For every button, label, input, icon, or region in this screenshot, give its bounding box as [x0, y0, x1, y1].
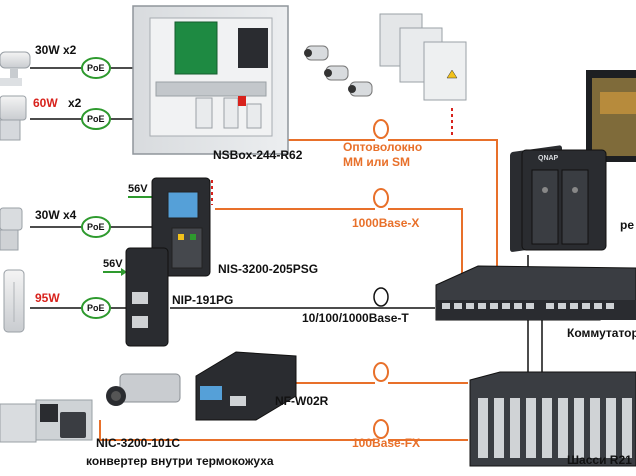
device-label-nic-desc: конвертер внутри термокожуха: [86, 454, 274, 468]
nip-injector-device: [125, 247, 169, 347]
arrow-head-2: [121, 268, 127, 276]
power-label-row3: 30W x4: [35, 208, 77, 222]
thermal-housing-camera: [0, 399, 93, 443]
main-switch-device: [435, 265, 636, 321]
device-label-nis: NIS-3200-205PSG: [218, 262, 319, 276]
fiber-loop-3: [373, 362, 389, 382]
device-label-nip: NIP-191PG: [172, 293, 234, 307]
enclosure-boxes: [379, 13, 467, 101]
voltage-label-psg: 56V: [128, 183, 148, 195]
link-label-gigx: 1000Base-X: [352, 216, 420, 230]
bullet-camera-icon: [0, 51, 31, 86]
device-label-nfw: NF-W02R: [275, 394, 329, 408]
poe-badge-label: PoE: [87, 222, 105, 232]
poe-badge-label: PoE: [87, 303, 105, 313]
device-label-nsbox: NSBox-244-R62: [213, 148, 303, 162]
nis-switch-device: [151, 177, 211, 277]
voltage-label-nip: 56V: [103, 258, 123, 270]
nf-converter-device: [195, 351, 297, 421]
poe-badge: [81, 57, 111, 79]
power-label-row2-watts: 60W: [33, 96, 58, 110]
fiber-loop-1: [373, 119, 389, 139]
copper-loop: [373, 287, 389, 307]
power-label-row2-count: x2: [68, 96, 82, 110]
poe-badge: [81, 216, 111, 238]
fiber-loop-2: [373, 188, 389, 208]
link-label-fx: 100Base-FX: [352, 436, 421, 450]
device-label-partial: ре: [620, 218, 635, 232]
power-label-row1: 30W x2: [35, 43, 77, 57]
monitor-icon: [586, 70, 636, 162]
nvr-brand-label: QNAP: [538, 155, 559, 162]
fiber-loop-4: [373, 419, 389, 439]
device-label-nic: NIC-3200-101C: [96, 436, 181, 450]
chassis-device: [469, 371, 636, 467]
nsbox-cabinet: [132, 5, 289, 155]
power-label-row4: 95W: [35, 291, 60, 305]
poe-badge: [81, 297, 111, 319]
fiber-line-fx: [99, 420, 375, 441]
fiber-line-gigx-b: [388, 208, 463, 275]
device-label-switch: Коммутатор: [567, 326, 636, 340]
outdoor-camera-icon: [0, 207, 23, 251]
wireless-bridge-icon: [3, 269, 25, 333]
device-label-chassis: Шасси R21: [567, 453, 632, 467]
poe-badge-label: PoE: [87, 63, 105, 73]
link-label-copper: 10/100/1000Base-T: [302, 311, 409, 325]
link-label-fiber-1: Оптоволокно: [343, 140, 423, 154]
link-label-fiber-2: MM или SM: [343, 155, 411, 169]
box-camera-icon: [106, 373, 181, 406]
poe-badge-label: PoE: [87, 114, 105, 124]
dome-camera-icon: [304, 45, 373, 97]
fiber-line-top-b: [388, 139, 498, 275]
poe-badge: [81, 108, 111, 130]
pan-tilt-camera-icon: [0, 95, 27, 141]
nvr-device: [510, 145, 607, 252]
